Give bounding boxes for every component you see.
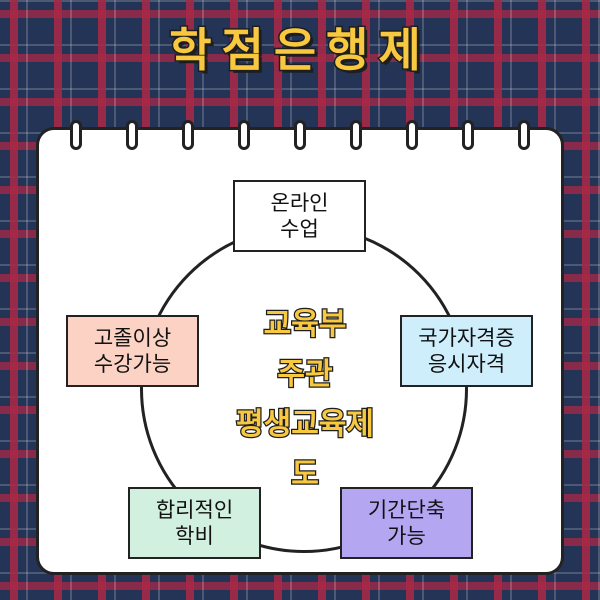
binder-ring bbox=[350, 120, 362, 150]
node-online-class: 온라인 수업 bbox=[233, 180, 366, 252]
node-line-1: 고졸이상 bbox=[93, 326, 172, 350]
node-reasonable-tuition: 합리적인 학비 bbox=[128, 487, 261, 559]
node-line-1: 합리적인 bbox=[155, 498, 234, 522]
binder-ring bbox=[70, 120, 82, 150]
binder-ring bbox=[238, 120, 250, 150]
center-line-1: 교육부 bbox=[262, 306, 347, 344]
node-line-1: 온라인 bbox=[270, 191, 329, 215]
page-title: 학점은행제 bbox=[168, 22, 431, 79]
binder-ring bbox=[182, 120, 194, 150]
node-line-2: 수강가능 bbox=[93, 352, 172, 376]
node-line-2: 응시자격 bbox=[427, 352, 506, 376]
node-line-1: 기간단축 bbox=[367, 498, 446, 522]
node-certificate-eligibility: 국가자격증 응시자격 bbox=[400, 315, 533, 387]
node-line-2: 가능 bbox=[387, 524, 426, 548]
binder-ring bbox=[126, 120, 138, 150]
center-line-2: 주관 bbox=[276, 356, 334, 394]
binder-ring bbox=[462, 120, 474, 150]
binder-ring bbox=[518, 120, 530, 150]
binder-ring bbox=[294, 120, 306, 150]
node-line-2: 학비 bbox=[175, 524, 214, 548]
binder-ring bbox=[406, 120, 418, 150]
node-high-school-graduates: 고졸이상 수강가능 bbox=[66, 315, 199, 387]
node-shorter-period: 기간단축 가능 bbox=[340, 487, 473, 559]
center-line-3: 평생교육제도 bbox=[235, 406, 376, 494]
node-line-2: 수업 bbox=[280, 217, 319, 241]
node-line-1: 국가자격증 bbox=[418, 326, 515, 350]
center-label: 교육부 주관 평생교육제도 bbox=[230, 300, 380, 500]
